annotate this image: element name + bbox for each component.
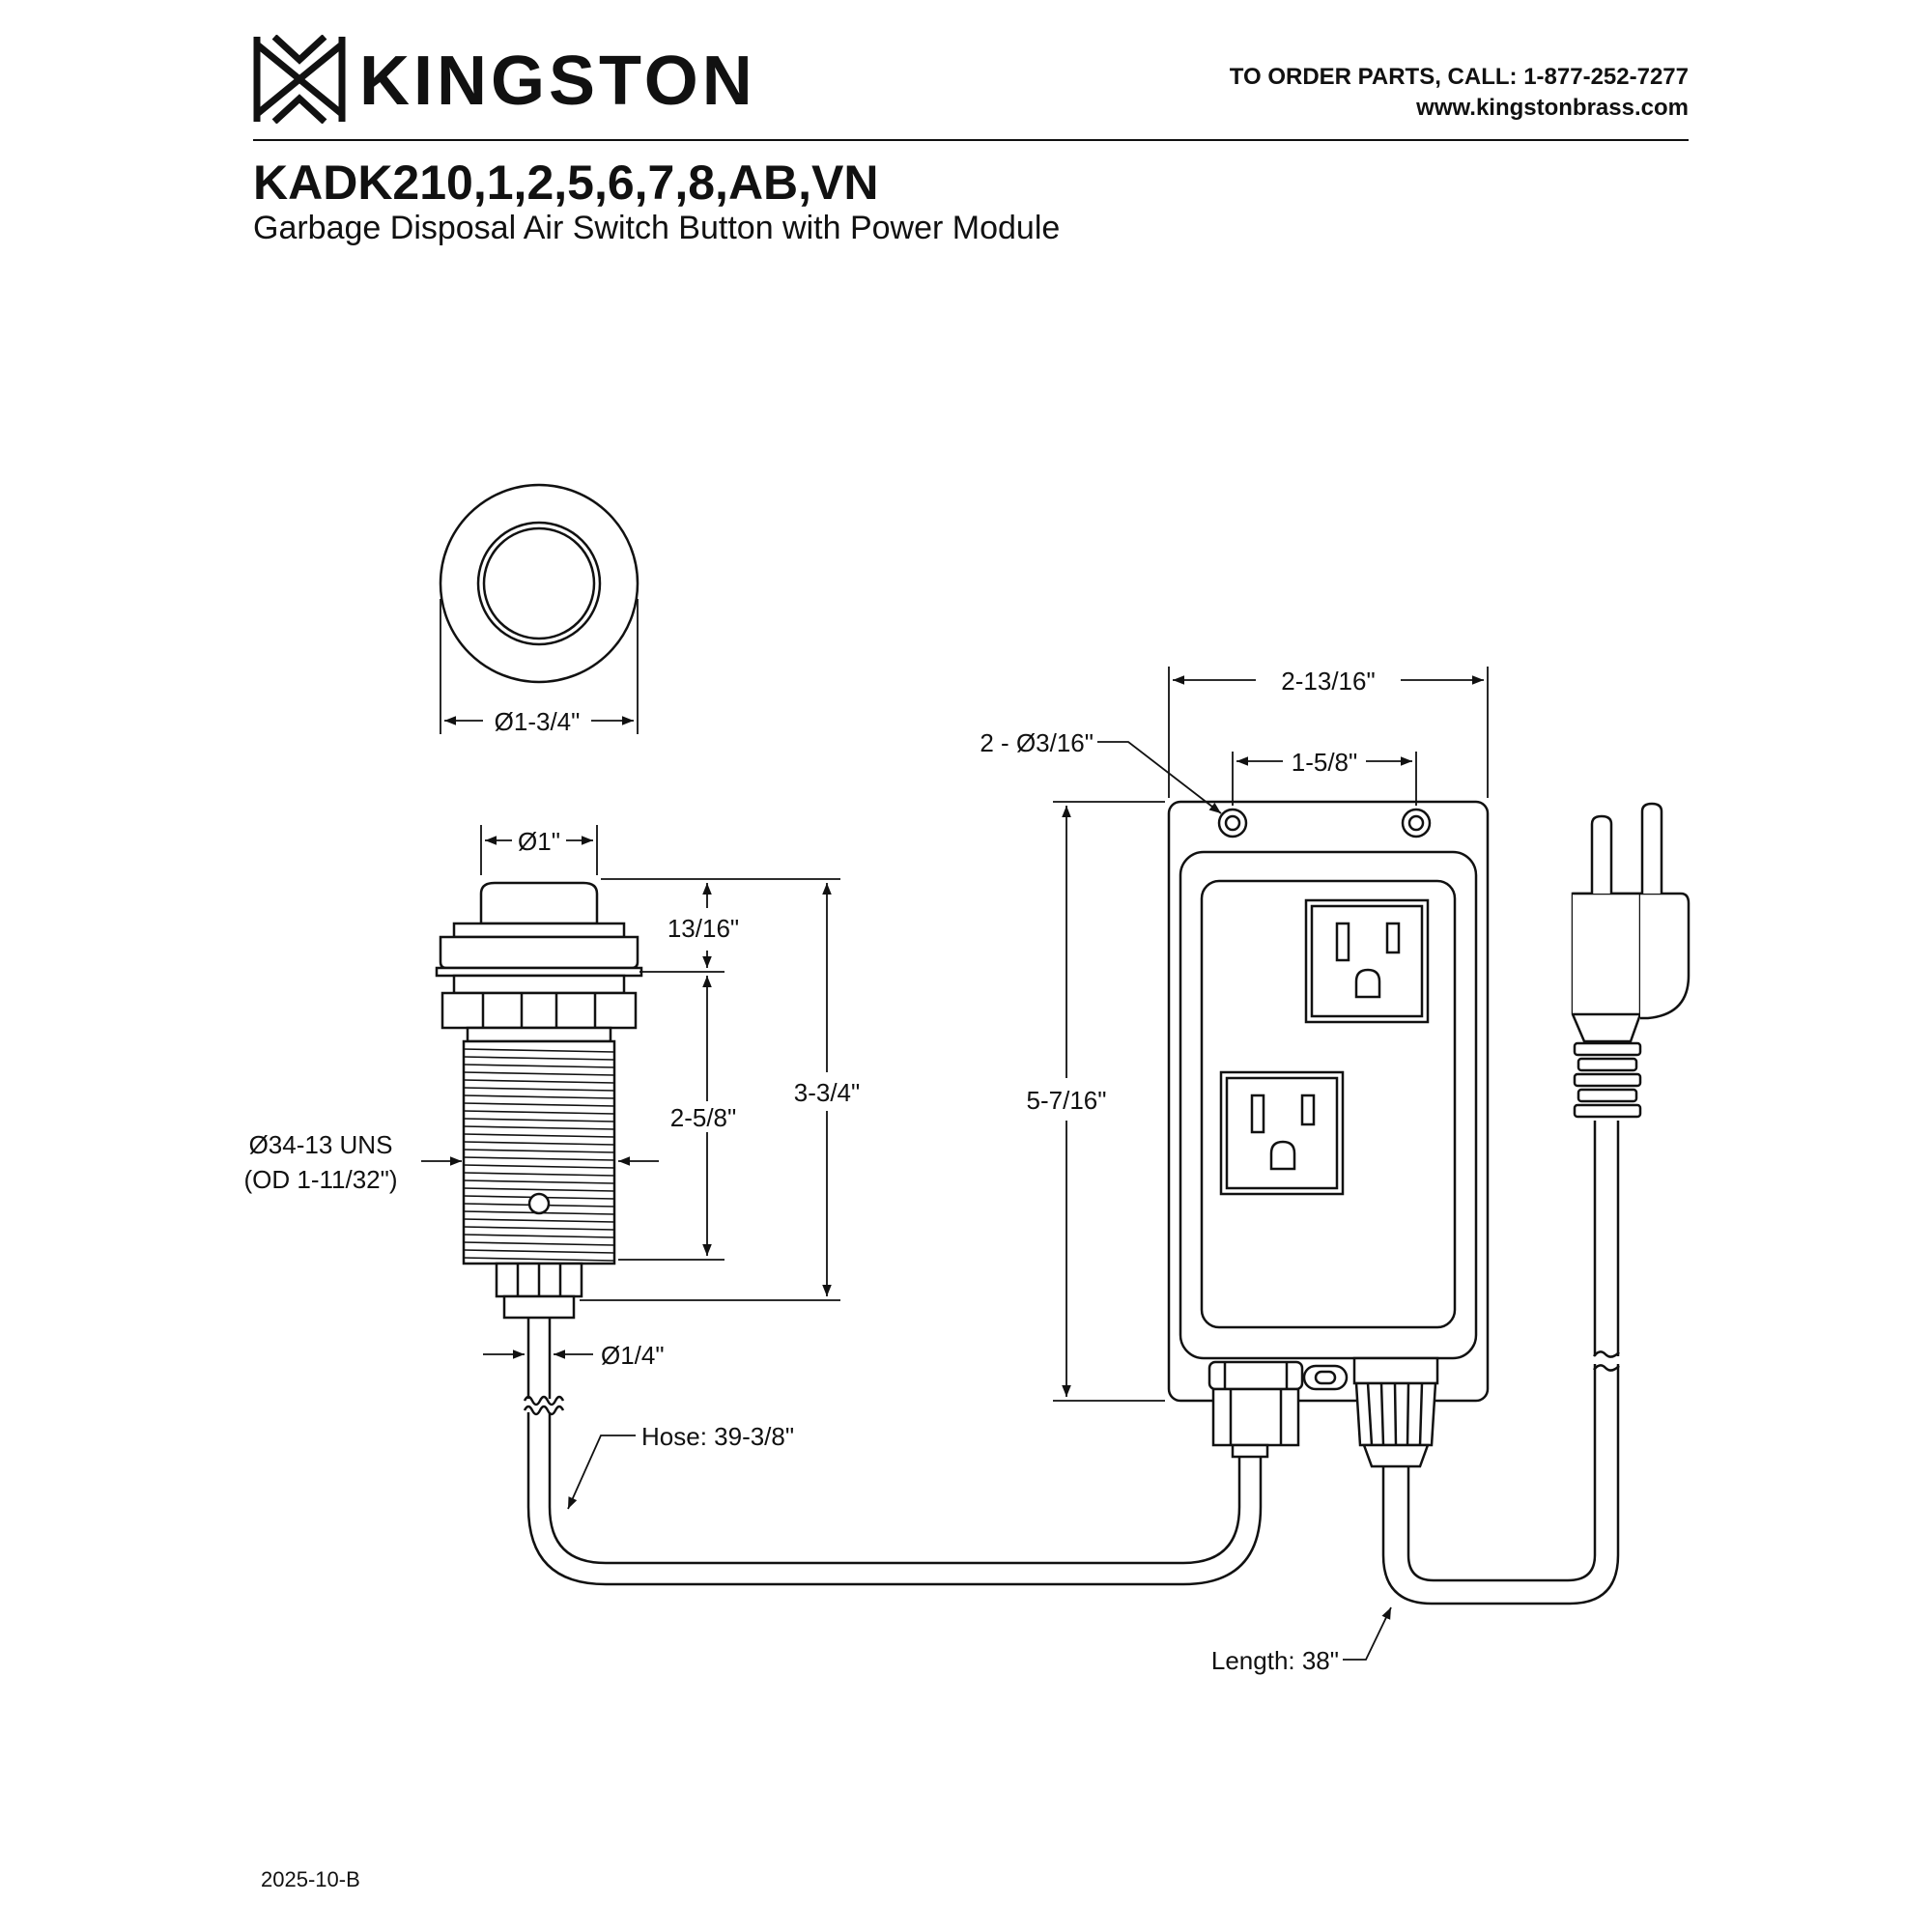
- thread-line: [463, 1226, 615, 1231]
- header-divider: [253, 139, 1689, 141]
- dim-button-diameter: Ø1": [518, 827, 560, 856]
- thread-line: [463, 1179, 615, 1184]
- thread-line: [463, 1048, 615, 1053]
- power-cord: [1381, 1121, 1620, 1605]
- thread-line: [463, 1241, 615, 1246]
- cord-strain-relief: [1352, 1356, 1439, 1468]
- air-hose: [523, 1318, 1263, 1586]
- thread-line: [463, 1249, 615, 1254]
- thread-line: [463, 1071, 615, 1076]
- product-description: Garbage Disposal Air Switch Button with …: [253, 210, 1061, 246]
- thread-line: [463, 1079, 615, 1084]
- vent-hole: [527, 1192, 551, 1215]
- thread-line: [463, 1141, 615, 1146]
- thread-line: [463, 1102, 615, 1107]
- thread-line: [463, 1218, 615, 1223]
- thread-line: [463, 1164, 615, 1169]
- thread-line: [463, 1110, 615, 1115]
- thread-lines: [463, 1048, 615, 1262]
- thread-line: [463, 1257, 615, 1262]
- thread-line: [463, 1172, 615, 1177]
- button-top-view: [439, 483, 639, 684]
- revision-code: 2025-10-B: [261, 1867, 360, 1891]
- thread-line: [463, 1234, 615, 1238]
- thread-line: [463, 1156, 615, 1161]
- thread-line: [463, 1125, 615, 1130]
- website-link[interactable]: www.kingstonbrass.com: [1416, 95, 1689, 121]
- dim-mount-hole-spacing: 1-5/8": [1292, 748, 1358, 777]
- contact-info: TO ORDER PARTS, CALL: 1-877-252-7277 www…: [1230, 62, 1689, 124]
- model-number: KADK210,1,2,5,6,7,8,AB,VN: [253, 156, 879, 210]
- thread-line: [463, 1064, 615, 1068]
- dim-hose-diameter: Ø1/4": [601, 1341, 665, 1370]
- order-parts-phone: TO ORDER PARTS, CALL: 1-877-252-7277: [1229, 64, 1689, 90]
- dim-total-height: 3-3/4": [794, 1078, 861, 1107]
- thread-line: [463, 1118, 615, 1122]
- dim-cord-length: Length: 38": [1211, 1646, 1339, 1675]
- dim-thread-od: (OD 1-11/32"): [243, 1165, 397, 1194]
- hose-fitting: [1208, 1360, 1349, 1459]
- thread-line: [463, 1056, 615, 1061]
- brand-name: KINGSTON: [359, 43, 756, 120]
- dim-module-width: 2-13/16": [1281, 667, 1375, 696]
- button-side-view: [435, 881, 643, 1320]
- thread-line: [463, 1087, 615, 1092]
- dim-thread-spec: Ø34-13 UNS: [249, 1130, 393, 1159]
- dimension-lines: [421, 599, 1489, 1661]
- dim-mount-holes: 2 - Ø3/16": [980, 728, 1094, 757]
- power-outlet-bottom: [1219, 1070, 1345, 1196]
- dim-hose-length: Hose: 39-3/8": [641, 1422, 794, 1451]
- dim-top-height: 13/16": [668, 914, 739, 943]
- plug-icon: [1571, 802, 1690, 1119]
- thread-line: [463, 1094, 615, 1099]
- thread-line: [463, 1149, 615, 1153]
- dim-module-height: 5-7/16": [1027, 1086, 1107, 1115]
- kingston-logo-icon: [253, 35, 346, 124]
- dim-cap-diameter: Ø1-3/4": [495, 707, 581, 736]
- thread-line: [463, 1187, 615, 1192]
- dim-thread-length: 2-5/8": [670, 1103, 737, 1132]
- thread-line: [463, 1133, 615, 1138]
- power-outlet-top: [1304, 898, 1430, 1024]
